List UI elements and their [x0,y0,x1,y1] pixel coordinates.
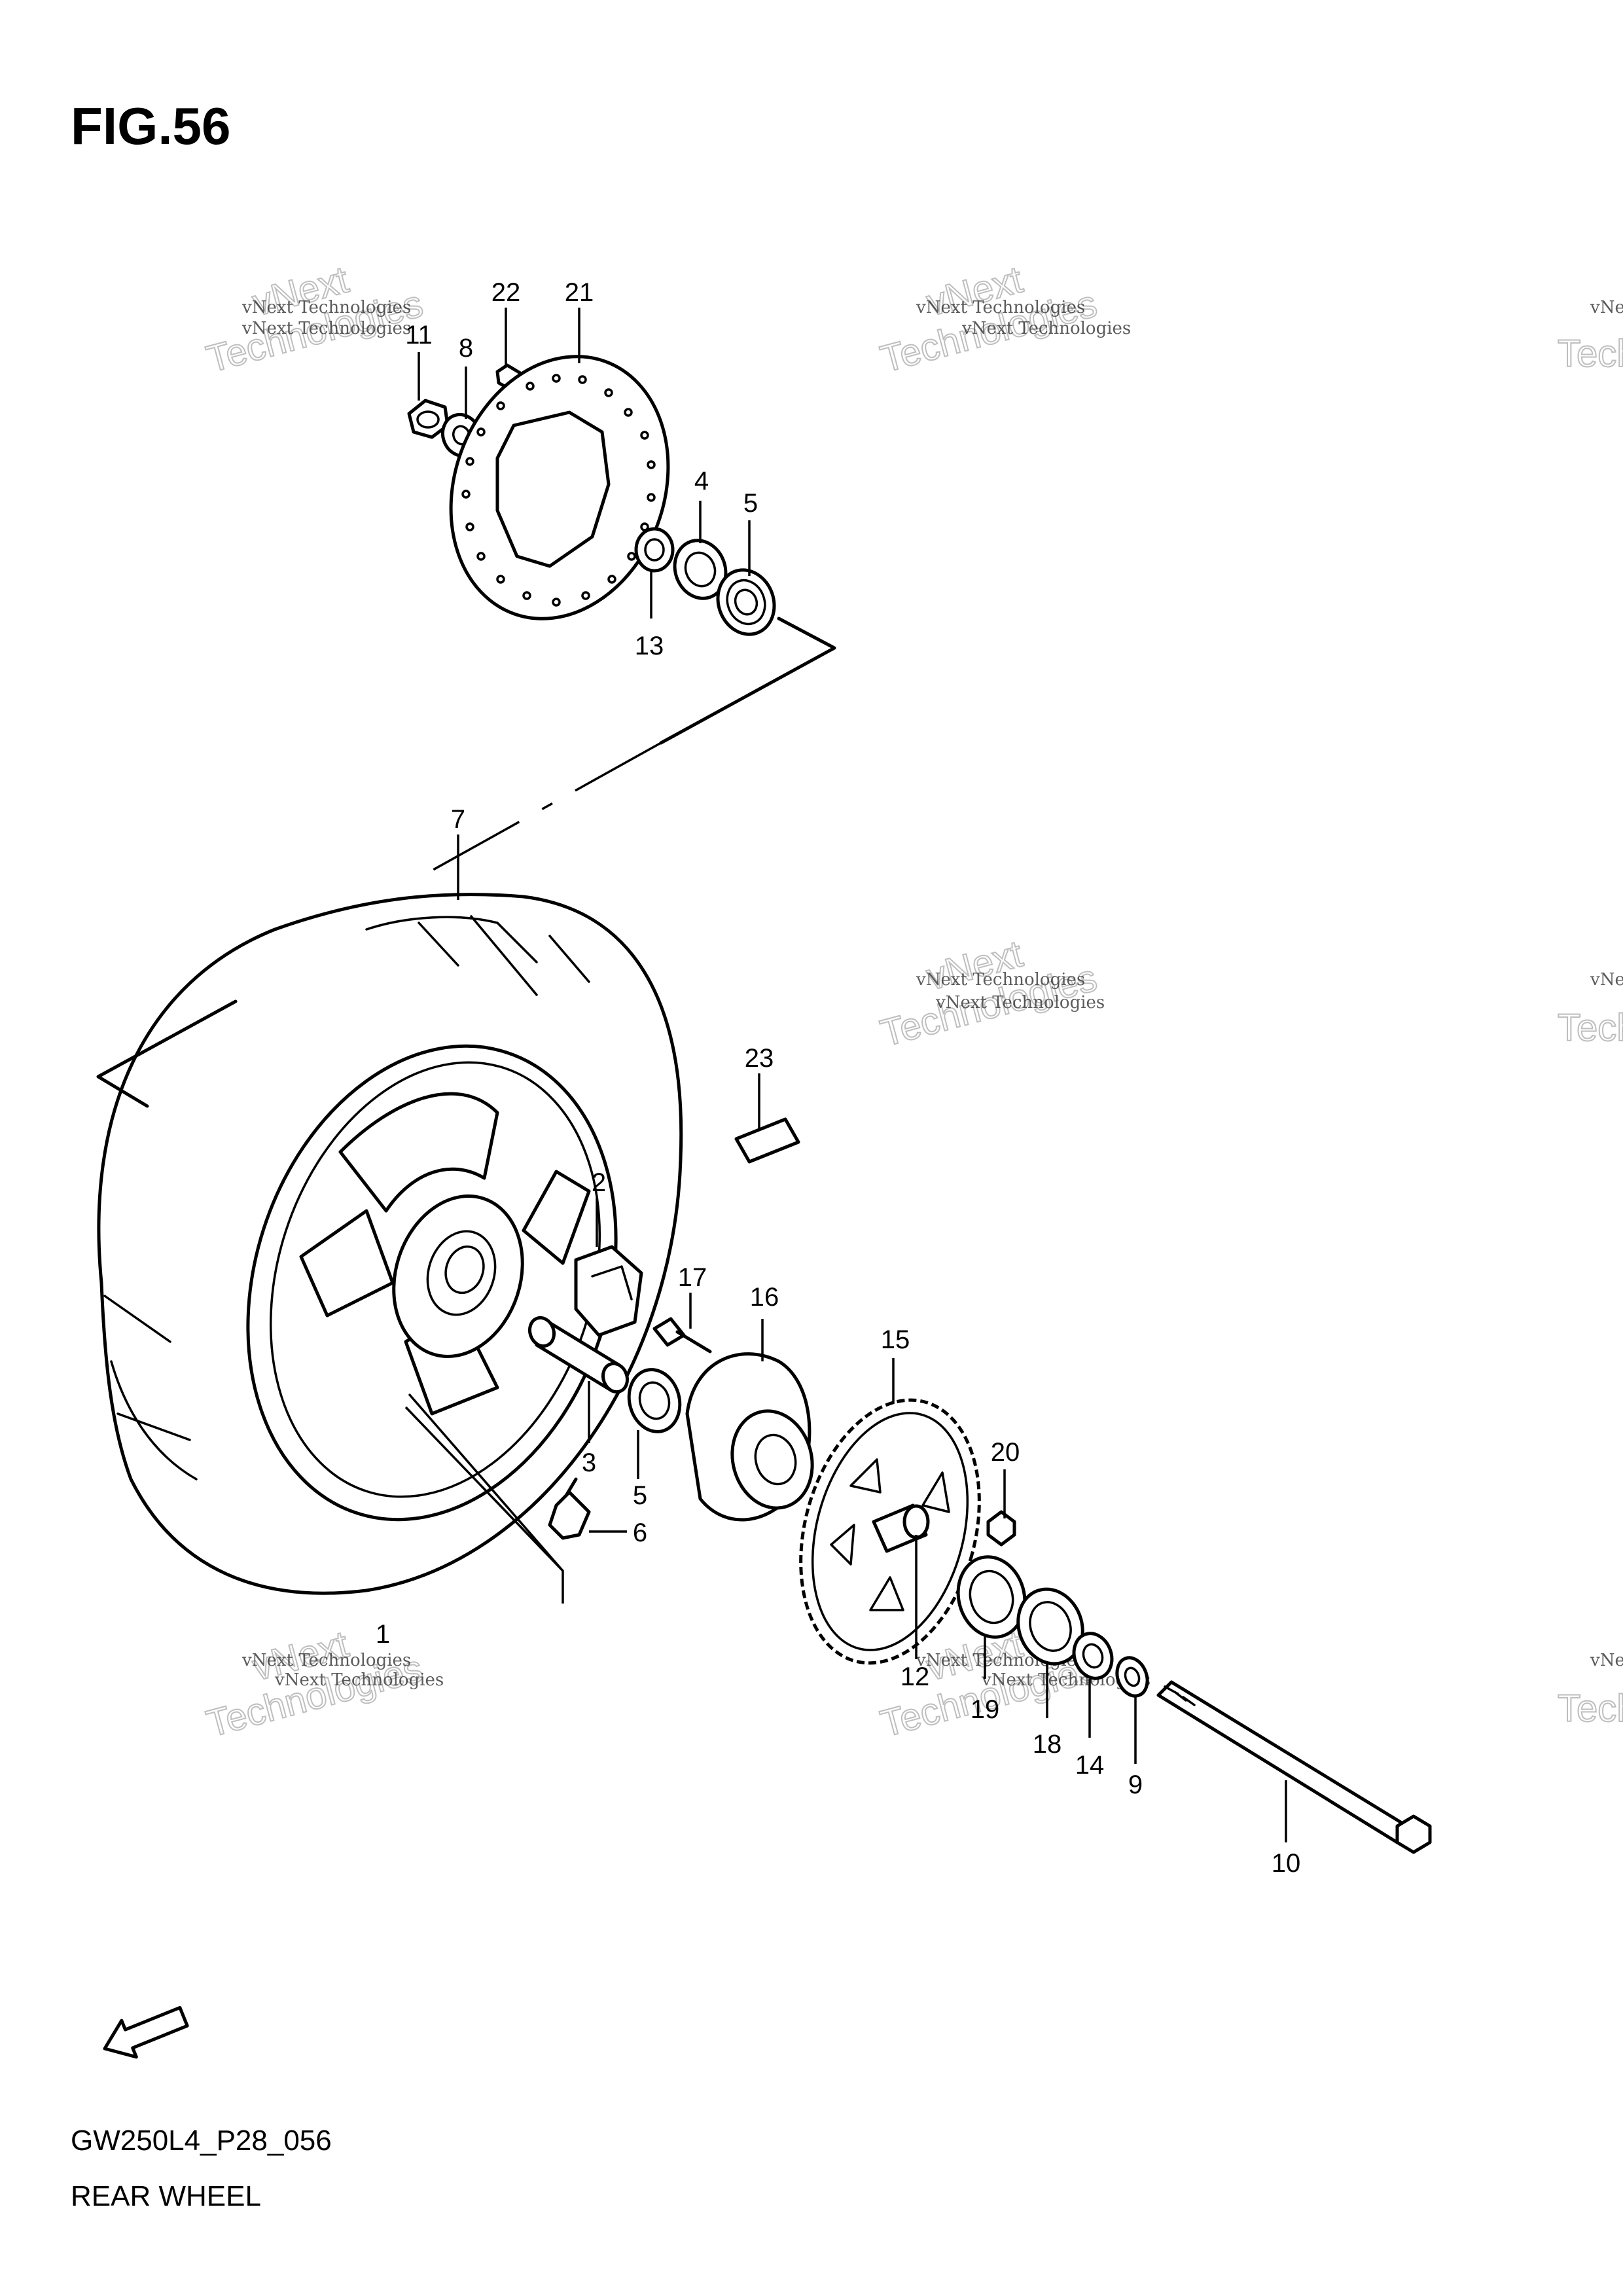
group-link-dash [431,742,662,872]
callout-16: 16 [750,1283,779,1312]
part-21-brake-disc [449,355,670,620]
callout-10: 10 [1272,1849,1301,1878]
tire-bracket-line [96,999,238,1108]
watermark-big: Technologies [1558,332,1623,375]
callout-13: 13 [635,632,664,660]
figure-title: FIG.56 [71,97,231,155]
watermark-text: vNext Technologies [1590,1651,1623,1670]
callout-17: 17 [678,1263,707,1292]
callout-15: 15 [881,1325,910,1354]
callout-8: 8 [459,334,473,363]
callout-18: 18 [1033,1730,1062,1759]
brake-disc-group [407,355,776,636]
disc-holes [461,374,656,607]
watermark-text: vNext Technologies [916,970,1085,990]
part-1-rear-wheel [97,893,683,1604]
part-20-nut [986,1510,1016,1547]
part-2-damper [574,1245,643,1337]
callout-20: 20 [991,1438,1020,1467]
watermark-text: vNext Technologies [274,1670,444,1690]
part-17-bolt [652,1317,712,1354]
watermark-big: Technologies [1558,1007,1623,1049]
part-5-bearing-lower [627,1368,682,1433]
callout-4: 4 [694,467,709,495]
callout-22: 22 [491,278,521,307]
callout-14: 14 [1075,1751,1105,1780]
part-6-valve [548,1477,591,1540]
callout-12: 12 [901,1662,930,1691]
callout-5: 5 [743,489,758,518]
callout-11: 11 [405,321,433,350]
callout-1: 1 [376,1620,390,1649]
watermark-text: vNext Technologies [961,319,1131,338]
group-link-line [659,617,836,745]
part-13-spacer [634,527,675,573]
leader-lines [418,308,1287,1842]
part-16-hub-carrier [685,1352,814,1522]
callout-2: 2 [592,1168,606,1197]
callout-23: 23 [745,1044,774,1073]
watermark-text: vNext Technologies [241,1651,411,1670]
part-5-bearing [716,568,776,636]
fwd-arrow-icon: FWD [103,2005,189,2059]
part-4-seal [673,539,728,600]
callout-21: 21 [565,278,594,307]
part-19-bearing [956,1555,1027,1639]
part-14-spacer [1072,1632,1114,1680]
callout-3: 3 [582,1448,596,1477]
watermark-text: vNext Technologies [241,298,411,317]
watermark-text: vNext Technologies [935,993,1105,1013]
callout-6: 6 [633,1518,647,1547]
part-9-washer [1115,1656,1149,1698]
watermark-text: vNext Technologies [916,298,1085,317]
watermark-text: vNext Technologies [1590,970,1623,990]
watermark-text: vNext Technologies [241,319,411,338]
watermark-big: Technologies [1558,1687,1623,1730]
part-12-collar [872,1503,930,1553]
callout-19: 19 [971,1695,1000,1724]
part-10-axle [1156,1680,1432,1854]
watermark-text: vNext Technologies [1590,298,1623,317]
callout-5: 5 [633,1481,647,1510]
callout-7: 7 [451,805,465,834]
part-3-spacer-tube [527,1316,630,1394]
part-23-weight [734,1117,800,1164]
figure-name: REAR WHEEL [71,2180,261,2212]
callout-numbers: 11 8 22 21 4 5 13 7 23 2 17 16 15 20 3 5… [376,278,1300,1878]
figure-code: GW250L4_P28_056 [71,2125,332,2157]
part-18-seal [1016,1587,1084,1666]
callout-9: 9 [1128,1770,1143,1799]
